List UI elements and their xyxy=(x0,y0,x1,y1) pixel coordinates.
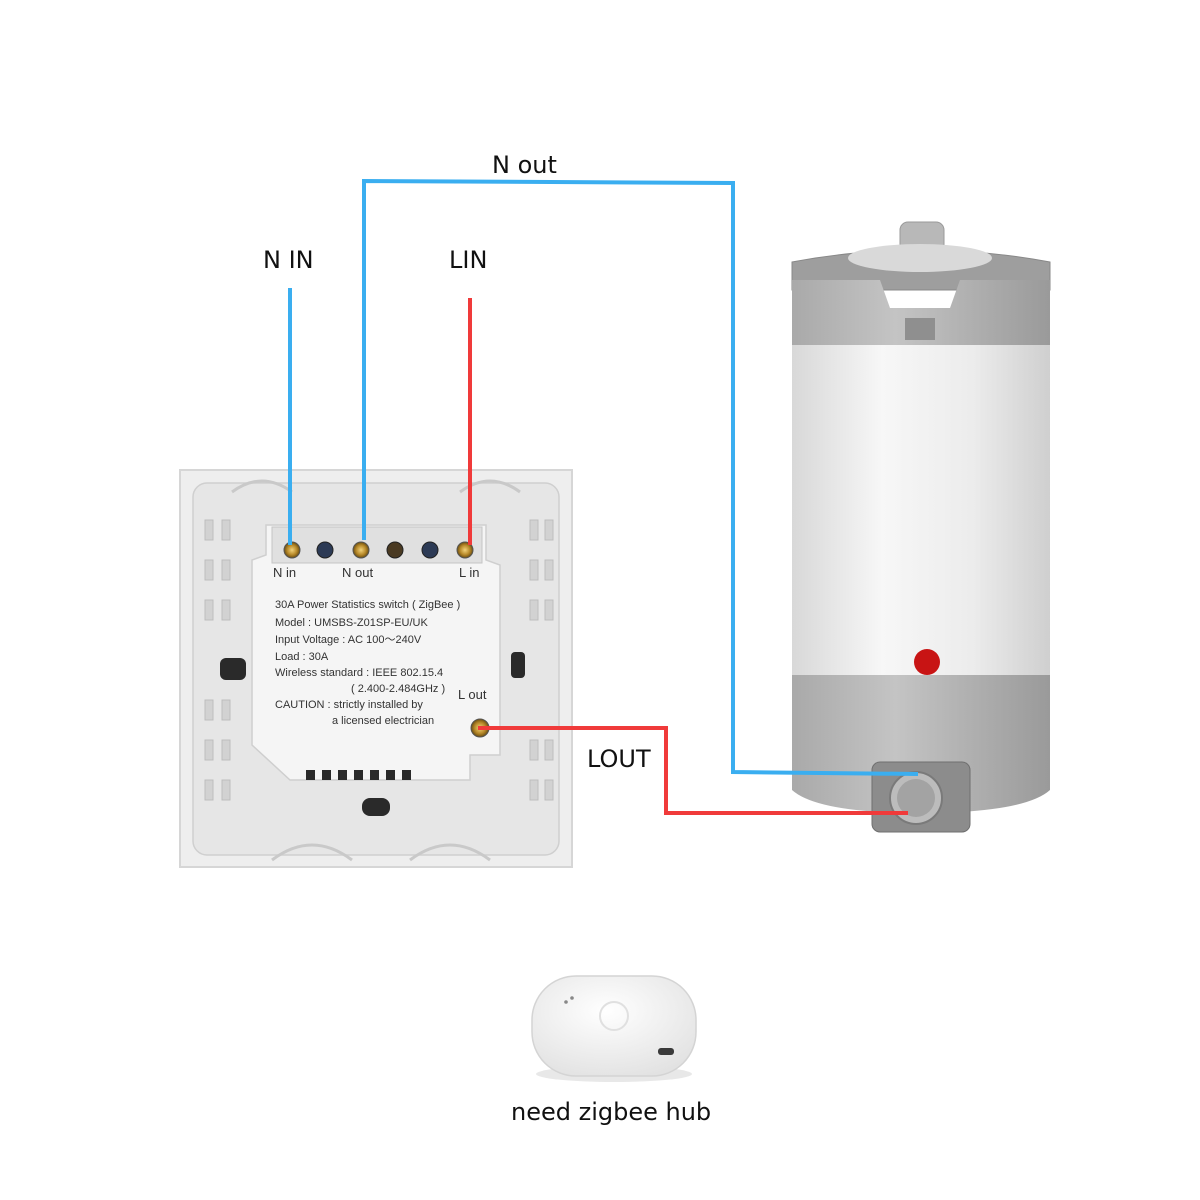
terminal-blank-screw xyxy=(316,541,334,559)
terminal-block xyxy=(271,526,483,564)
label-n-in: N IN xyxy=(263,246,314,274)
spec-line-model: Model : UMSBS-Z01SP-EU/UK xyxy=(275,617,428,629)
heater-body xyxy=(792,345,1050,675)
hub-led-dot xyxy=(570,996,574,1000)
switch-bottom-slot xyxy=(362,798,390,816)
wire-n-out xyxy=(362,178,919,776)
spec-line-electrician: a licensed electrician xyxy=(332,715,434,727)
hub-led-dot xyxy=(564,1000,568,1004)
terminal-l-in-screw xyxy=(456,541,474,559)
heater-top-band xyxy=(792,280,1050,345)
switch-module-body xyxy=(251,524,501,781)
heater-inlet-knob xyxy=(897,779,935,817)
heater-indicator-light xyxy=(914,649,940,675)
spec-line-caution: CAUTION : strictly installed by xyxy=(275,699,423,711)
switch-mount-arc-bottom-left xyxy=(271,843,353,862)
heater-top-lid xyxy=(848,244,992,272)
switch-side-slot-right xyxy=(511,652,525,678)
hub-button xyxy=(599,1001,629,1031)
spec-line-load: Load : 30A xyxy=(275,651,329,663)
spec-line-frequency: ( 2.400-2.484GHz ) xyxy=(351,683,445,695)
switch-mount-arc-top-left xyxy=(231,479,293,494)
terminal-blank-screw xyxy=(421,541,439,559)
zigbee-hub: need zigbee hub xyxy=(511,975,711,1126)
wires xyxy=(288,178,919,815)
water-heater xyxy=(791,221,1051,833)
terminal-label-n-out: N out xyxy=(342,565,373,580)
spec-line-wireless: Wireless standard : IEEE 802.15.4 xyxy=(275,667,443,679)
switch-side-slot-left xyxy=(220,658,246,680)
label-n-out: N out xyxy=(492,151,557,179)
switch-mount-arc-top-right xyxy=(459,479,521,494)
terminal-label-l-out: L out xyxy=(458,687,487,702)
spec-line-title: 30A Power Statistics switch ( ZigBee ) xyxy=(275,599,460,611)
hub-caption: need zigbee hub xyxy=(511,1098,711,1126)
heater-bottom-band xyxy=(792,675,1050,812)
spec-line-voltage: Input Voltage : AC 100～240V xyxy=(275,634,422,646)
heater-top-latch xyxy=(905,318,935,340)
terminal-blank-screw xyxy=(386,541,404,559)
switch-mount-arc-bottom-right xyxy=(409,843,491,862)
label-l-in: LIN xyxy=(449,246,487,274)
terminal-n-out-screw xyxy=(352,541,370,559)
module-vents xyxy=(306,770,411,780)
switch-vent-slots xyxy=(204,519,554,801)
smart-switch: N in N out L in L out 30A Power Statisti… xyxy=(179,469,573,868)
hub-body xyxy=(531,975,697,1077)
wire-l-out xyxy=(478,726,908,815)
label-l-out: LOUT xyxy=(587,745,651,773)
hub-usb-port xyxy=(658,1048,674,1055)
terminal-label-l-in: L in xyxy=(459,565,479,580)
terminal-label-n-in: N in xyxy=(273,565,296,580)
